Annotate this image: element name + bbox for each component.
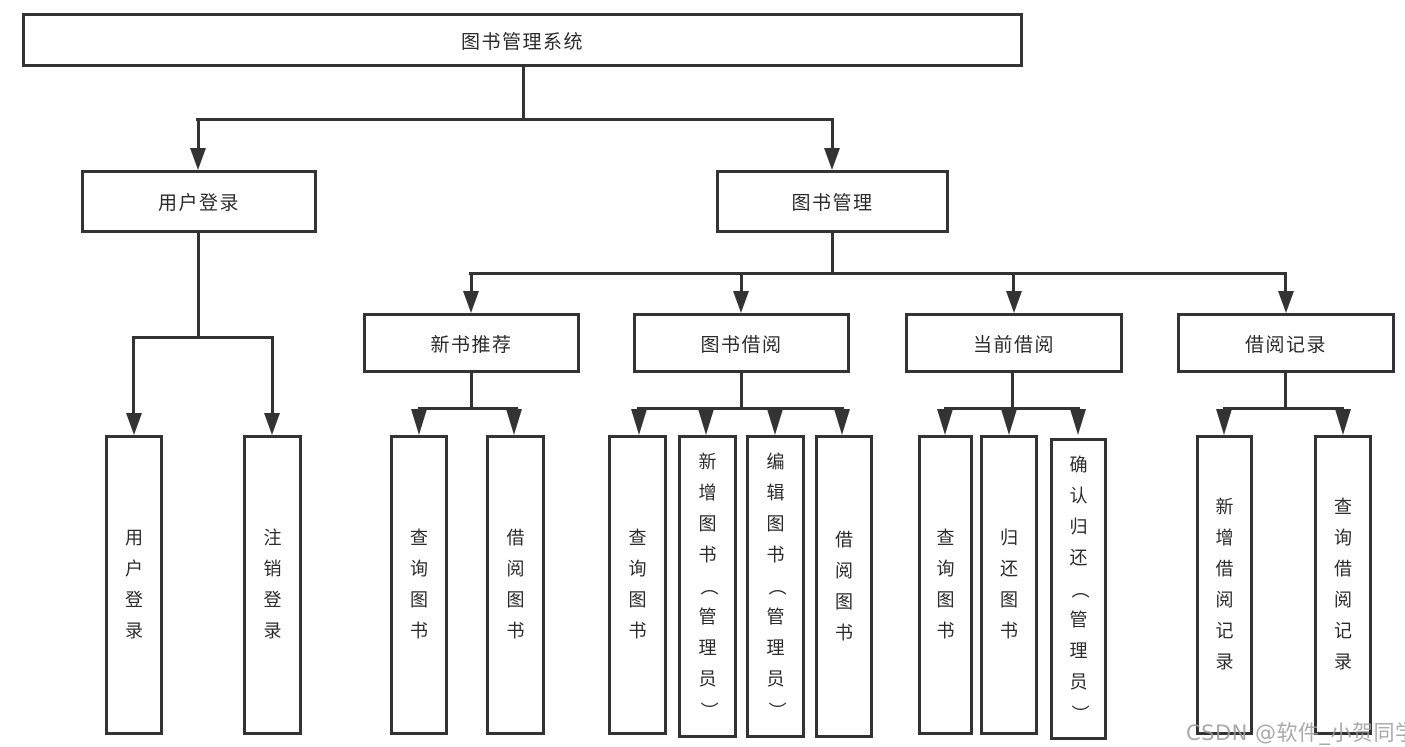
connector-line: [831, 118, 834, 151]
arrow-down: [190, 148, 206, 170]
leaf-add-book-admin: 新增图书（管理员）: [678, 435, 737, 738]
leaf-query-books-current: 查询图书: [918, 435, 973, 735]
leaf-borrow-books-recommend: 借阅图书: [486, 435, 545, 735]
connector-line: [1284, 272, 1287, 293]
arrow-down: [698, 409, 714, 435]
leaf-confirm-return-admin: 确认归还（管理员）: [1050, 438, 1107, 740]
connector-line: [418, 407, 518, 410]
connector-line: [1011, 373, 1014, 410]
connector-line: [470, 373, 473, 410]
node-label: 新增借阅记录: [1215, 497, 1234, 673]
node-label: 图书管理系统: [460, 30, 584, 53]
leaf-return-books: 归还图书: [980, 435, 1038, 735]
connector-line: [132, 336, 274, 339]
arrow-down: [733, 291, 749, 313]
node-label: 用户登录: [125, 528, 143, 642]
arrow-down: [411, 409, 427, 435]
arrow-down: [834, 409, 850, 435]
arrow-down: [126, 413, 142, 435]
connector-line: [469, 272, 1287, 275]
node-label: 归还图书: [1000, 528, 1018, 642]
leaf-edit-book-admin: 编辑图书（管理员）: [746, 435, 805, 738]
leaf-query-books-borrow: 查询图书: [608, 435, 667, 735]
arrow-down: [767, 409, 783, 435]
connector-line: [637, 407, 844, 410]
node-label: 用户登录: [157, 192, 240, 214]
arrow-down: [1070, 409, 1086, 435]
node-label: 查询图书: [410, 528, 428, 642]
arrow-down: [506, 409, 522, 435]
node-label: 查询图书: [936, 528, 955, 642]
node-label: 借阅图书: [835, 529, 853, 644]
leaf-add-borrow-record: 新增借阅记录: [1196, 435, 1253, 735]
arrow-down: [463, 291, 479, 313]
arrow-down: [937, 409, 953, 435]
connector-line: [740, 272, 743, 293]
node-library-management-system: 图书管理系统: [22, 13, 1023, 67]
node-label: 新书推荐: [430, 333, 513, 356]
node-label: 注销登录: [263, 528, 282, 642]
leaf-query-books-recommend: 查询图书: [390, 435, 448, 735]
connector-line: [1284, 373, 1287, 410]
node-label: 查询图书: [628, 528, 647, 642]
connector-line: [1012, 272, 1015, 293]
node-label: 图书借阅: [700, 333, 783, 356]
node-label: 编辑图书（管理员）: [765, 452, 786, 720]
leaf-borrow-books: 借阅图书: [815, 435, 873, 738]
node-label: 借阅图书: [506, 528, 525, 642]
connector-line: [944, 407, 1080, 410]
arrow-down: [1006, 291, 1022, 313]
connector-line: [522, 67, 525, 120]
node-label: 新增图书（管理员）: [697, 452, 718, 720]
connector-line: [132, 336, 135, 415]
arrow-down: [1278, 291, 1294, 313]
connector-line: [196, 118, 834, 121]
node-borrow-records: 借阅记录: [1177, 313, 1395, 373]
arrow-down: [1216, 409, 1232, 435]
connector-line: [470, 272, 473, 293]
node-label: 图书管理: [791, 192, 874, 214]
connector-line: [271, 336, 274, 415]
csdn-watermark: CSDN @软件_小贺同学: [1186, 721, 1405, 745]
node-new-book-recommend: 新书推荐: [363, 313, 580, 373]
arrow-down: [1335, 409, 1351, 435]
arrow-down: [264, 413, 280, 435]
node-label: 借阅记录: [1244, 333, 1327, 356]
leaf-logout: 注销登录: [243, 435, 302, 735]
leaf-query-borrow-record: 查询借阅记录: [1314, 435, 1372, 735]
node-user-login: 用户登录: [81, 170, 317, 233]
node-label: 确认归还（管理员）: [1068, 454, 1089, 723]
arrow-down: [824, 148, 840, 170]
node-book-management: 图书管理: [716, 170, 949, 233]
connector-line: [831, 233, 834, 274]
connector-line: [197, 118, 200, 151]
connector-line: [1223, 407, 1344, 410]
node-label: 当前借阅: [972, 333, 1055, 356]
connector-line: [740, 373, 743, 410]
arrow-down: [631, 409, 647, 435]
connector-line: [197, 233, 200, 336]
leaf-user-login: 用户登录: [105, 435, 163, 735]
arrow-down: [1001, 409, 1017, 435]
node-label: 查询借阅记录: [1334, 497, 1352, 673]
node-current-borrow: 当前借阅: [905, 313, 1123, 373]
node-book-borrow: 图书借阅: [633, 313, 850, 373]
